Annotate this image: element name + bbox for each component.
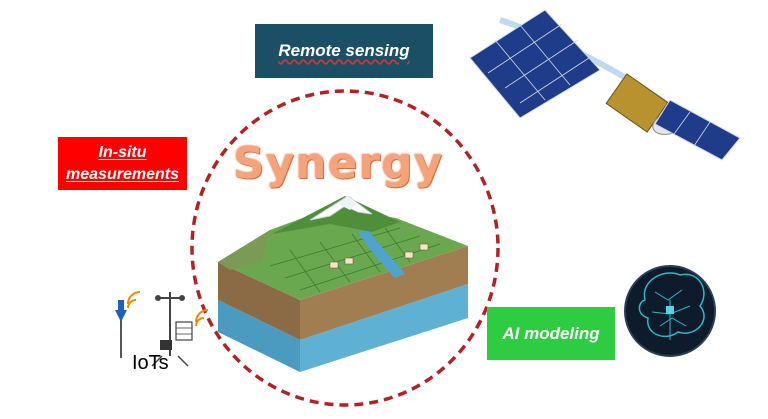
ai-modeling-label: AI modeling	[502, 323, 600, 343]
in-situ-measurements-box: In-situ measurements	[58, 137, 187, 190]
iots-label: IoTs	[132, 352, 169, 374]
in-situ-label-line1: In-situ	[98, 143, 147, 161]
landscape-block-illustration	[218, 195, 468, 372]
remote-sensing-label: Remote sensing	[278, 41, 410, 60]
iot-sensor-icon	[115, 291, 141, 358]
weather-station-icon	[151, 292, 209, 367]
in-situ-label-line2: measurements	[66, 165, 179, 183]
satellite-icon	[469, 9, 741, 161]
remote-sensing-box: Remote sensing	[255, 24, 433, 78]
ai-brain-icon	[624, 265, 716, 357]
ai-modeling-box: AI modeling	[487, 307, 615, 360]
synergy-title: Synergy	[232, 138, 444, 189]
synergy-dashed-circle	[190, 89, 500, 407]
